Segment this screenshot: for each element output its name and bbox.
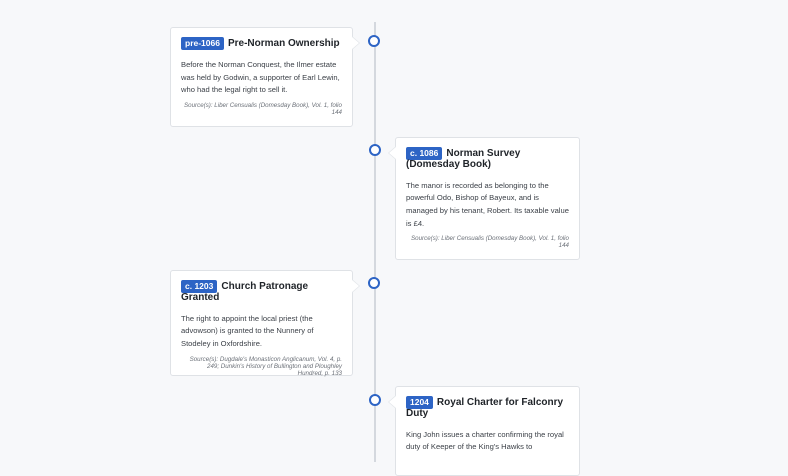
- event-title: Royal Charter for Falconry Duty: [406, 397, 564, 419]
- event-description: Before the Norman Conquest, the Ilmer es…: [181, 60, 340, 95]
- timeline-marker[interactable]: [369, 144, 381, 156]
- event-description: King John issues a charter confirming th…: [406, 429, 564, 452]
- event-title: Pre-Norman Ownership: [227, 38, 340, 49]
- timeline-marker[interactable]: [368, 35, 380, 47]
- event-title: Norman Survey (Domesday Book): [406, 148, 521, 170]
- event-title: Church Patronage Granted: [181, 281, 309, 303]
- timeline-marker[interactable]: [369, 394, 381, 406]
- event-source: Source(s): Liber Censualis (Domesday Boo…: [411, 235, 569, 250]
- event-description: The right to appoint the local priest (t…: [181, 313, 314, 348]
- event-date-badge: 1204: [406, 396, 433, 409]
- event-description: The manor is recorded as belonging to th…: [406, 180, 569, 228]
- event-date-badge: pre-1066: [181, 37, 224, 50]
- event-date-badge: c. 1086: [406, 147, 443, 160]
- event-source: Source(s): Liber Censualis (Domesday Boo…: [184, 102, 342, 117]
- timeline-marker[interactable]: [368, 277, 380, 289]
- timeline-axis: [374, 22, 376, 462]
- event-date-badge: c. 1203: [181, 280, 218, 293]
- event-source: Source(s): Dugdale's Monasticon Anglican…: [189, 355, 342, 377]
